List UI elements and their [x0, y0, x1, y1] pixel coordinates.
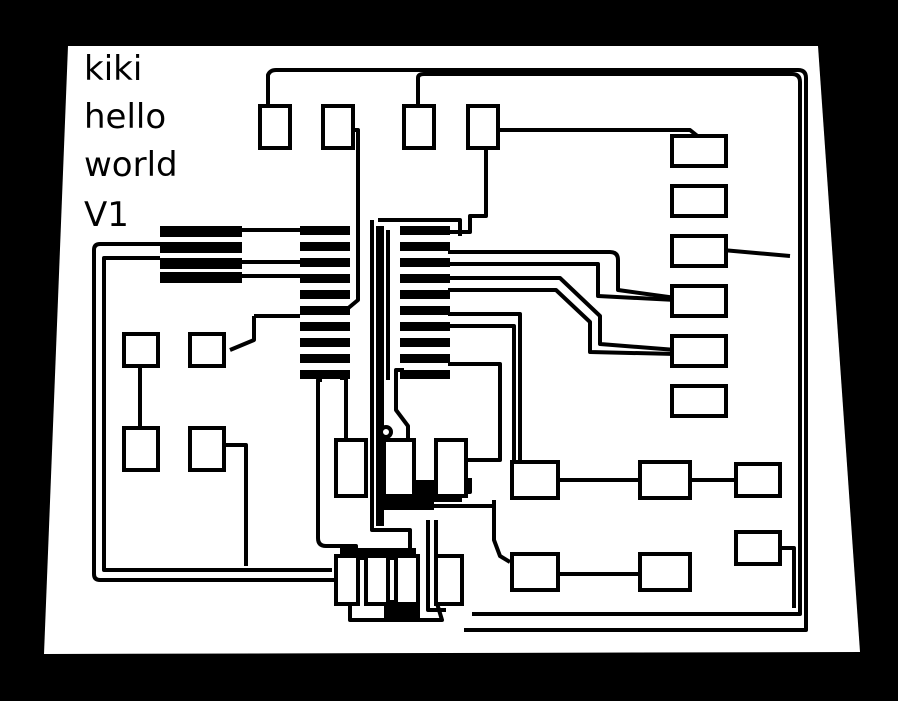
board-label-line-2: hello: [84, 97, 167, 137]
board-label-line-3: world: [84, 145, 178, 185]
board-label-line-1: kiki: [84, 49, 143, 89]
board-label-line-4: V1: [84, 195, 129, 235]
pads: [122, 104, 782, 606]
